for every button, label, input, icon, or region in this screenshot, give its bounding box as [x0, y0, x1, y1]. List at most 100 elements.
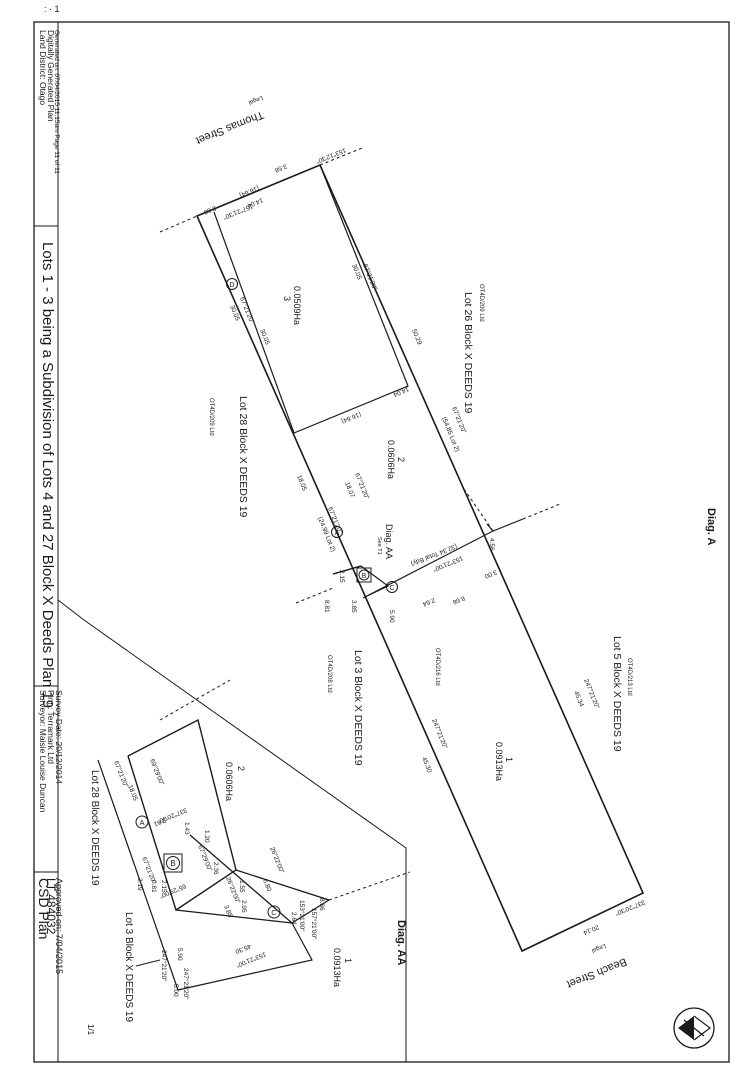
aa-lot-1-number: 1 — [343, 958, 353, 963]
lot-1-number: 1 — [504, 757, 514, 762]
generated-on: Generated on: 07/04/2015 11:15am Page 11… — [53, 30, 60, 174]
distance: 4.56 — [488, 538, 495, 551]
street-thomas: Thomas Street — [194, 108, 265, 146]
distance: 30.05 — [350, 263, 363, 281]
svg-text:B: B — [170, 859, 175, 868]
distance: 3.85 — [350, 600, 357, 613]
adjoin-lot-5: Lot 5 Block X DEEDS 19 — [611, 636, 623, 752]
aa-bearing: 69°29'00" — [148, 758, 166, 787]
title-block: Land District: Otago Digitally Generated… — [36, 30, 95, 1036]
bearing: 157°21'30" — [221, 202, 254, 221]
adjoin-lot-5-ref: OT4D/213 Ltd — [626, 658, 632, 696]
street-beach: Beach Street — [565, 955, 628, 990]
aa-bearing: 247°21'20" — [182, 968, 190, 1000]
marker-b: B — [356, 567, 372, 583]
sheet-number: 1/1 — [86, 1024, 95, 1036]
distance: 14.04 — [392, 385, 410, 398]
bearing: 67°21'20" — [353, 472, 371, 501]
aa-distance: 1.55 — [238, 880, 245, 893]
bearing: 67°21'20" — [238, 296, 256, 325]
aa-distance: 6.80 — [261, 878, 272, 893]
marker-a: A — [331, 526, 343, 538]
aa-distance: 8.86 — [318, 898, 325, 911]
csd-plan-label: CSD Plan — [36, 878, 52, 939]
lot-2-area: 0.0606Ha — [386, 440, 396, 479]
north-arrow-icon — [673, 1007, 715, 1049]
distance: 5.90 — [388, 610, 395, 623]
distance: 18.05 — [295, 474, 308, 492]
aa-marker-c: C — [267, 905, 281, 919]
distance: 3.58 — [273, 162, 288, 173]
aa-distance: 2.95 — [240, 900, 247, 913]
aa-distance: 2.36 — [212, 862, 219, 875]
aa-bearing: 67°21'20" — [112, 760, 130, 789]
adjoin-lot-28-ref: OT4D/209 Ltd — [208, 398, 214, 436]
aa-lot-2-area: 0.0606Ha — [224, 762, 234, 801]
land-district: Land District: Otago — [38, 30, 48, 105]
scan-mark: : · 1 — [44, 4, 60, 14]
aa-distance: 45.30 — [234, 942, 252, 955]
diag-aa-ref: Diag. AA — [384, 524, 394, 559]
firm: Firm: Terramark Ltd — [46, 690, 56, 764]
adjoin-lot-26: Lot 26 Block X DEEDS 19 — [462, 292, 474, 414]
distance: 30.05 — [258, 328, 271, 346]
aa-distance: 2.61 — [152, 816, 167, 827]
distance: 30.05 — [228, 304, 241, 322]
aa-distance: 1.43 — [183, 822, 190, 835]
distance: 20.14 — [582, 923, 600, 936]
svg-text:C: C — [389, 585, 394, 592]
adjoin-lot-3: Lot 3 Block X DEEDS 19 — [352, 650, 364, 766]
lot-1-area: 0.0913Ha — [494, 742, 504, 781]
aa-distance: 5.90 — [176, 948, 183, 961]
legal-beach: Legal — [591, 942, 607, 953]
bearing: 247°21'20" — [582, 678, 601, 711]
bearing: 247°21'20" — [430, 718, 449, 751]
aa-distance: 5.00 — [172, 984, 179, 997]
distance: 50.29 — [410, 328, 423, 346]
surveyor: Surveyor: Maisie Louise Duncan — [38, 690, 48, 813]
svg-text:A: A — [335, 530, 340, 537]
distance: 2.64 — [421, 596, 436, 607]
aa-marker-b: B — [163, 853, 183, 873]
svg-text:B: B — [362, 573, 367, 580]
bearing: 67°21'20" — [361, 263, 379, 292]
aa-marker-a: A — [135, 815, 149, 829]
see-ref: See T1 — [376, 537, 382, 555]
adjoin-lot-3-ref: OT4D/208 Ltd — [326, 655, 332, 693]
aa-lot-2-number: 2 — [236, 766, 246, 771]
svg-text:C: C — [271, 908, 277, 917]
bearing: 337°20'30" — [613, 898, 646, 917]
aa-distance: 3.85 — [222, 904, 233, 919]
diagram-aa-label: Diag. AA — [395, 920, 407, 965]
aa-distance: 2.64 — [290, 912, 297, 925]
adjoin-lot-26-ref: OT4D/209 Ltd — [478, 284, 484, 322]
distance: 2.60 — [202, 204, 217, 215]
aa-bearing: 26°22'00" — [268, 846, 286, 875]
svg-text:D: D — [229, 282, 234, 289]
distance: 45.34 — [572, 690, 585, 708]
aa-adjoin-lot-28: Lot 28 Block X DEEDS 19 — [89, 770, 100, 886]
plan-title: Lots 1 - 3 being a Subdivision of Lots 4… — [39, 242, 56, 708]
lot-3-area: 0.0509Ha — [292, 286, 302, 325]
distance: 45.30 — [420, 756, 433, 774]
survey-date: Survey Date: 20/12/2014 — [54, 690, 64, 784]
aa-distance: 2.19 — [136, 878, 143, 891]
distance: (16.64) — [238, 184, 260, 198]
lot-2-number: 2 — [396, 457, 406, 462]
distance: 8.81 — [323, 600, 330, 613]
diagram-a-label: Diag. A — [705, 508, 717, 546]
diagram-a: Diag. A Thomas Street Legal Beach Street… — [159, 94, 717, 990]
marker-c: C — [386, 581, 398, 593]
marker-d: D — [226, 278, 238, 290]
aa-bearing: 157°21'00" — [310, 908, 318, 940]
generated-label: Digitally Generated Plan — [46, 30, 56, 122]
distance: 8.66 — [451, 594, 466, 605]
aa-bearing: 67°29'00" — [196, 844, 214, 873]
aa-lot-1-area: 0.0913Ha — [332, 948, 342, 987]
aa-adjoin-lot-3: Lot 3 Block X DEEDS 19 — [123, 912, 134, 1022]
lot-3-number: 3 — [282, 296, 292, 301]
plan-number: LT 484032 — [44, 878, 58, 935]
approved-date: Approved on: 7/04/2015 — [54, 878, 64, 974]
lot-1-ref: OT4D/216 Ltd — [434, 648, 440, 686]
